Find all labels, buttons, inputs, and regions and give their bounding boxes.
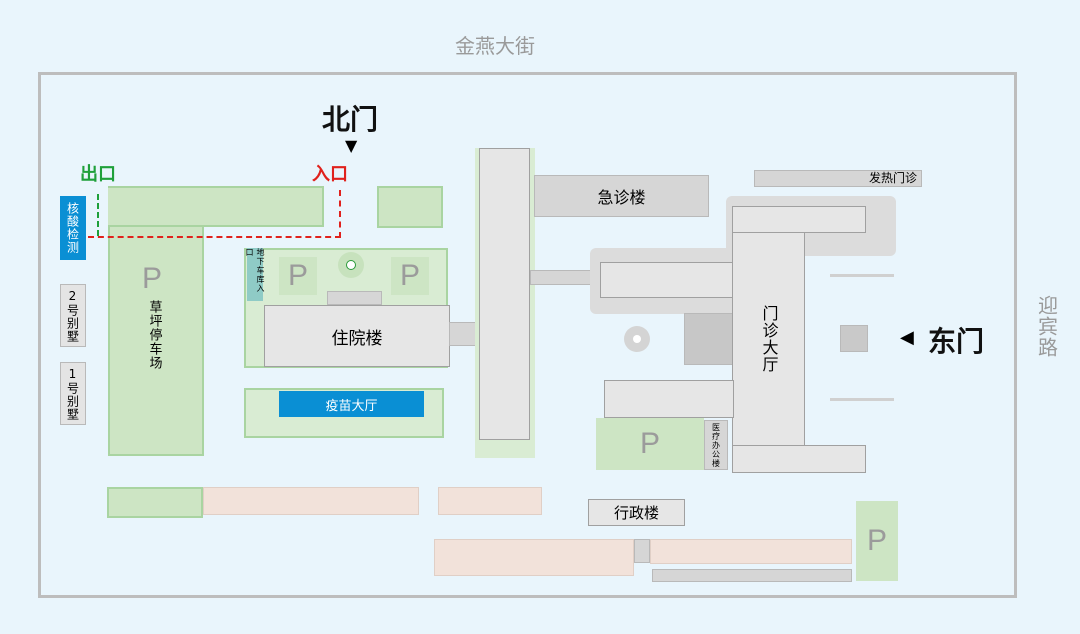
entrance-canopy — [327, 291, 382, 305]
parking-icon: P — [856, 501, 898, 581]
lawn-parking-top — [108, 186, 324, 227]
tall-building — [479, 148, 530, 440]
villa-2: 2号别墅 — [60, 284, 86, 347]
outpatient-south-east-wing — [732, 445, 866, 473]
parking-icon: P — [391, 257, 429, 295]
fountain-icon — [338, 252, 364, 278]
gate-block — [634, 539, 650, 563]
east-gate-square — [840, 325, 868, 352]
lawn-parking-label: 草坪停车场 — [146, 300, 162, 370]
residential-building — [434, 539, 634, 576]
entrance-label: 入口 — [312, 164, 348, 185]
parking-icon: P — [279, 257, 317, 295]
strip-building — [652, 569, 852, 582]
residential-building — [650, 539, 852, 564]
entrance-route-west — [88, 236, 341, 238]
green-area — [107, 487, 203, 518]
plaza-bar — [830, 398, 894, 401]
garage-entrance: 地下车库入口 — [245, 248, 265, 301]
parking-icon: P — [596, 418, 704, 470]
parking-icon: P — [142, 262, 163, 295]
hospital-boundary — [38, 72, 1017, 598]
outpatient-north-wing — [732, 206, 866, 233]
lawn-parking-vertical — [108, 186, 204, 456]
inpatient-building: 住院楼 — [264, 305, 450, 367]
north-gate-arrow-icon: ▼ — [345, 136, 358, 155]
fever-clinic: 发热门诊 — [754, 170, 922, 187]
exit-route — [97, 194, 99, 236]
east-gate-label: 东门 — [928, 325, 985, 358]
outpatient-west-wing — [600, 262, 734, 298]
exit-label: 出口 — [80, 164, 116, 185]
medical-office-building: 医疗办公楼 — [704, 420, 728, 470]
entrance-route-down — [339, 190, 341, 238]
admin-building: 行政楼 — [588, 499, 685, 526]
vaccine-hall: 疫苗大厅 — [279, 391, 424, 417]
road-label-north: 金燕大街 — [455, 34, 535, 58]
plaza-bar — [830, 274, 894, 277]
outpatient-south-wing — [604, 380, 734, 418]
emergency-building: 急诊楼 — [534, 175, 709, 217]
outpatient-hall: 门诊大厅 — [732, 232, 805, 446]
road-label-east: 迎宾路 — [1034, 295, 1059, 358]
fountain-icon — [624, 326, 650, 352]
residential-building — [203, 487, 419, 515]
outpatient-mid-block — [684, 313, 734, 365]
residential-building — [438, 487, 542, 515]
green-area — [377, 186, 443, 228]
nucleic-test-building: 核酸检测 — [60, 196, 86, 260]
north-gate-label: 北门 — [322, 103, 379, 136]
east-gate-arrow-icon: ◀ — [900, 327, 914, 348]
villa-1: 1号别墅 — [60, 362, 86, 425]
